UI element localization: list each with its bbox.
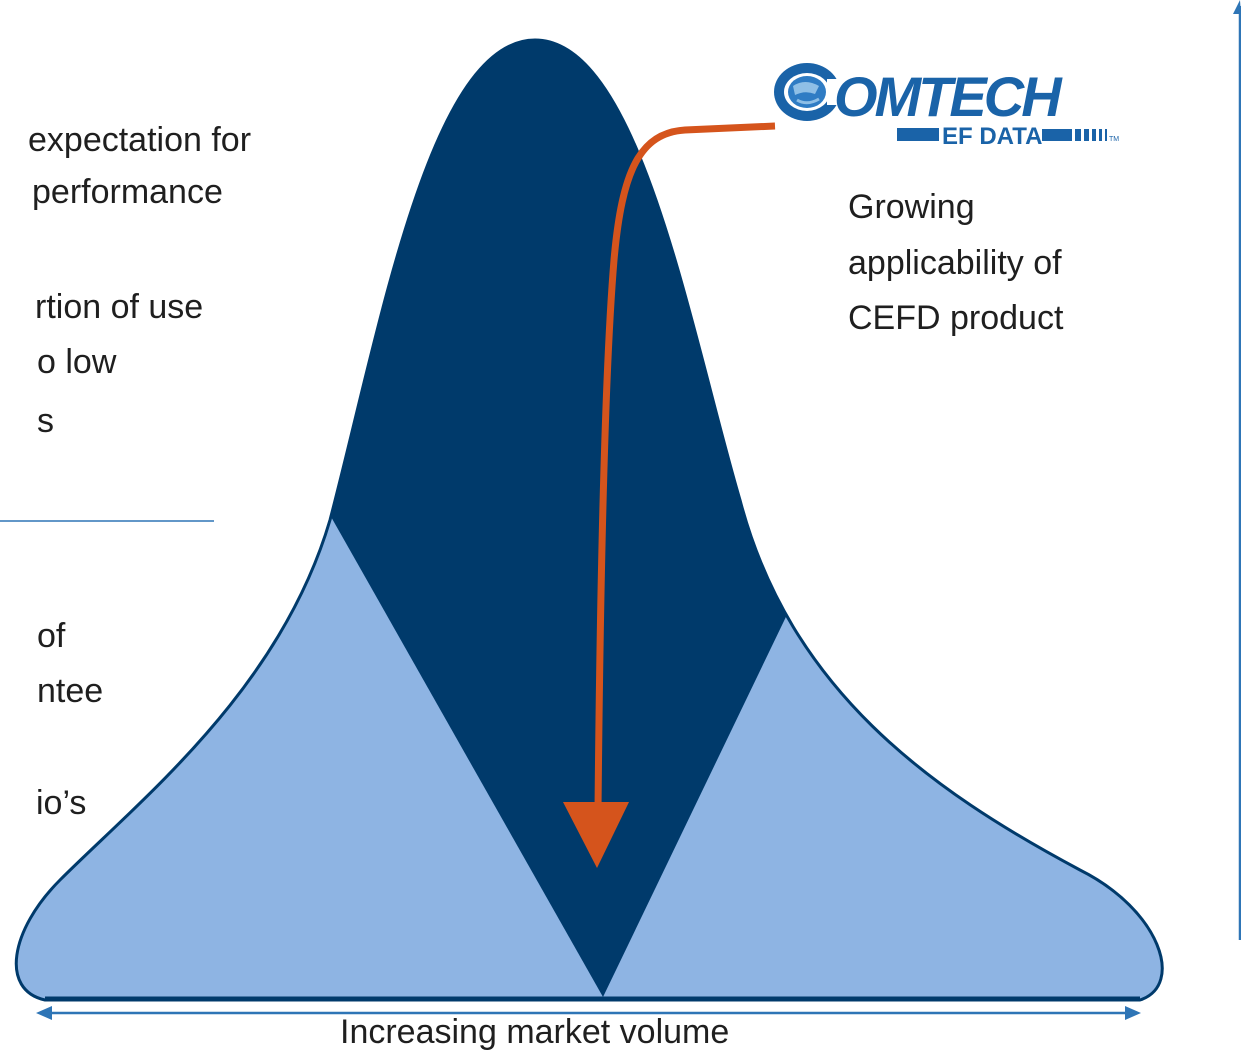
logo-wordmark: OMTECH (834, 65, 1063, 128)
right-text-line-3: CEFD product (848, 299, 1064, 337)
left-text-line-1: expectation for (28, 121, 252, 159)
x-axis-double-arrow (36, 1006, 1141, 1020)
logo-subtext: EF DATA (942, 123, 1042, 150)
left-text-line-2: performance (32, 173, 223, 211)
left-text-line-8: io’s (36, 784, 87, 822)
bell-outline (14, 38, 1164, 1002)
left-text-line-4: o low (37, 343, 117, 381)
right-text-line-1: Growing (848, 188, 975, 226)
logo-tm: TM (1109, 136, 1119, 143)
x-axis-label: Increasing market volume (340, 1013, 730, 1051)
left-text-line-3: rtion of use (35, 288, 204, 326)
right-text-line-2: applicability of (848, 244, 1062, 282)
left-text-line-7: ntee (37, 672, 104, 710)
left-text-line-5: s (37, 402, 54, 440)
left-text-line-6: of (37, 617, 66, 655)
orange-arrowhead (563, 802, 629, 868)
orange-arrow (563, 122, 776, 868)
right-axis-arrowhead (1233, 0, 1241, 14)
comtech-logo: OMTECH EF DATA TM (774, 63, 1119, 150)
